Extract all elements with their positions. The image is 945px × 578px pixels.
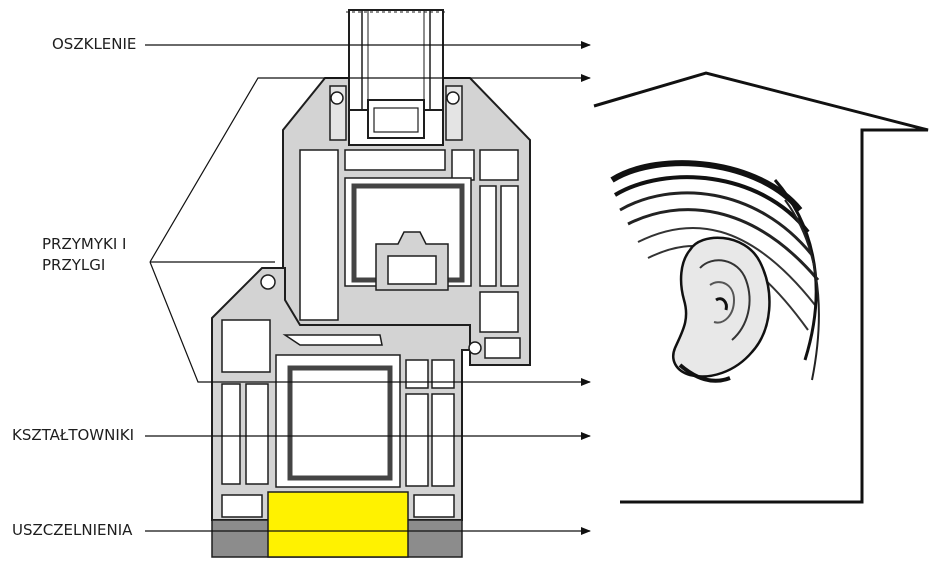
label-przymyki-line1: PRZYMYKI I bbox=[42, 235, 127, 253]
glazing-unit bbox=[346, 9, 446, 139]
label-przymyki-i-przylgi: PRZYMYKI I PRZYLGI bbox=[40, 234, 129, 276]
house-outline-icon bbox=[593, 71, 929, 504]
label-ksztaltowniki: KSZTAŁTOWNIKI bbox=[10, 425, 137, 446]
leader-przymyki-bottom bbox=[149, 261, 470, 383]
leader-lines bbox=[145, 41, 591, 535]
label-oszklenie: OSZKLENIE bbox=[50, 34, 139, 55]
frame-profile bbox=[211, 267, 482, 521]
leader-przymyki-top bbox=[149, 77, 468, 263]
label-uszczelnienia: USZCZELNIENIA bbox=[10, 520, 135, 541]
label-przymyki-line2: PRZYLGI bbox=[42, 256, 106, 274]
base-seal bbox=[211, 491, 463, 558]
ear-icon bbox=[610, 160, 820, 383]
